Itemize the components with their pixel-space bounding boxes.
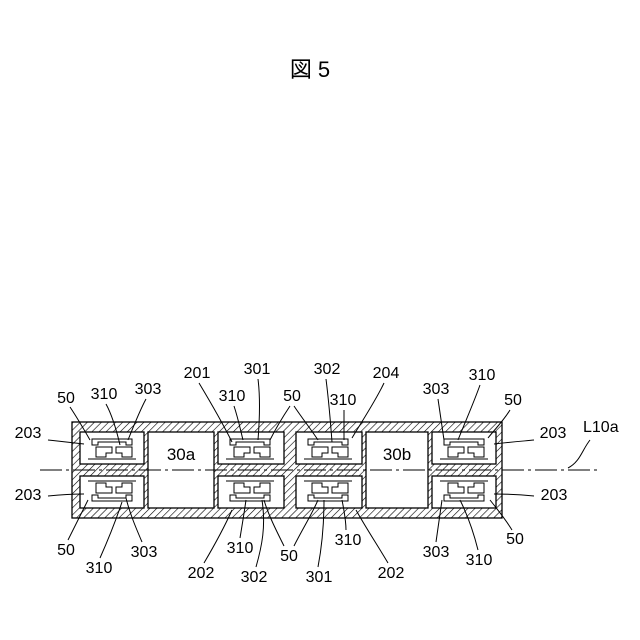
- svg-text:202: 202: [188, 565, 215, 582]
- svg-text:310: 310: [469, 367, 496, 384]
- svg-text:310: 310: [227, 540, 254, 557]
- svg-text:30a: 30a: [167, 445, 196, 464]
- svg-text:50: 50: [283, 388, 301, 405]
- svg-text:310: 310: [466, 552, 493, 569]
- svg-text:302: 302: [241, 569, 268, 586]
- svg-text:303: 303: [423, 544, 450, 561]
- svg-text:310: 310: [335, 532, 362, 549]
- svg-text:50: 50: [280, 548, 298, 565]
- svg-text:202: 202: [378, 565, 405, 582]
- svg-text:303: 303: [135, 381, 162, 398]
- svg-text:50: 50: [506, 531, 524, 548]
- svg-text:50: 50: [57, 542, 75, 559]
- axis-label: L10a: [583, 419, 619, 436]
- svg-text:303: 303: [131, 544, 158, 561]
- svg-text:302: 302: [314, 361, 341, 378]
- svg-text:303: 303: [423, 381, 450, 398]
- svg-text:310: 310: [219, 388, 246, 405]
- svg-text:310: 310: [330, 392, 357, 409]
- svg-text:310: 310: [86, 560, 113, 577]
- svg-text:30b: 30b: [383, 445, 411, 464]
- svg-text:204: 204: [373, 365, 400, 382]
- svg-text:310: 310: [91, 386, 118, 403]
- svg-text:201: 201: [184, 365, 211, 382]
- svg-text:301: 301: [244, 361, 271, 378]
- svg-text:50: 50: [57, 390, 75, 407]
- svg-text:203: 203: [540, 425, 567, 442]
- svg-text:203: 203: [541, 487, 568, 504]
- svg-text:301: 301: [306, 569, 333, 586]
- figure-title: 図 5: [290, 57, 330, 82]
- svg-text:203: 203: [15, 425, 42, 442]
- svg-text:50: 50: [504, 392, 522, 409]
- svg-text:203: 203: [15, 487, 42, 504]
